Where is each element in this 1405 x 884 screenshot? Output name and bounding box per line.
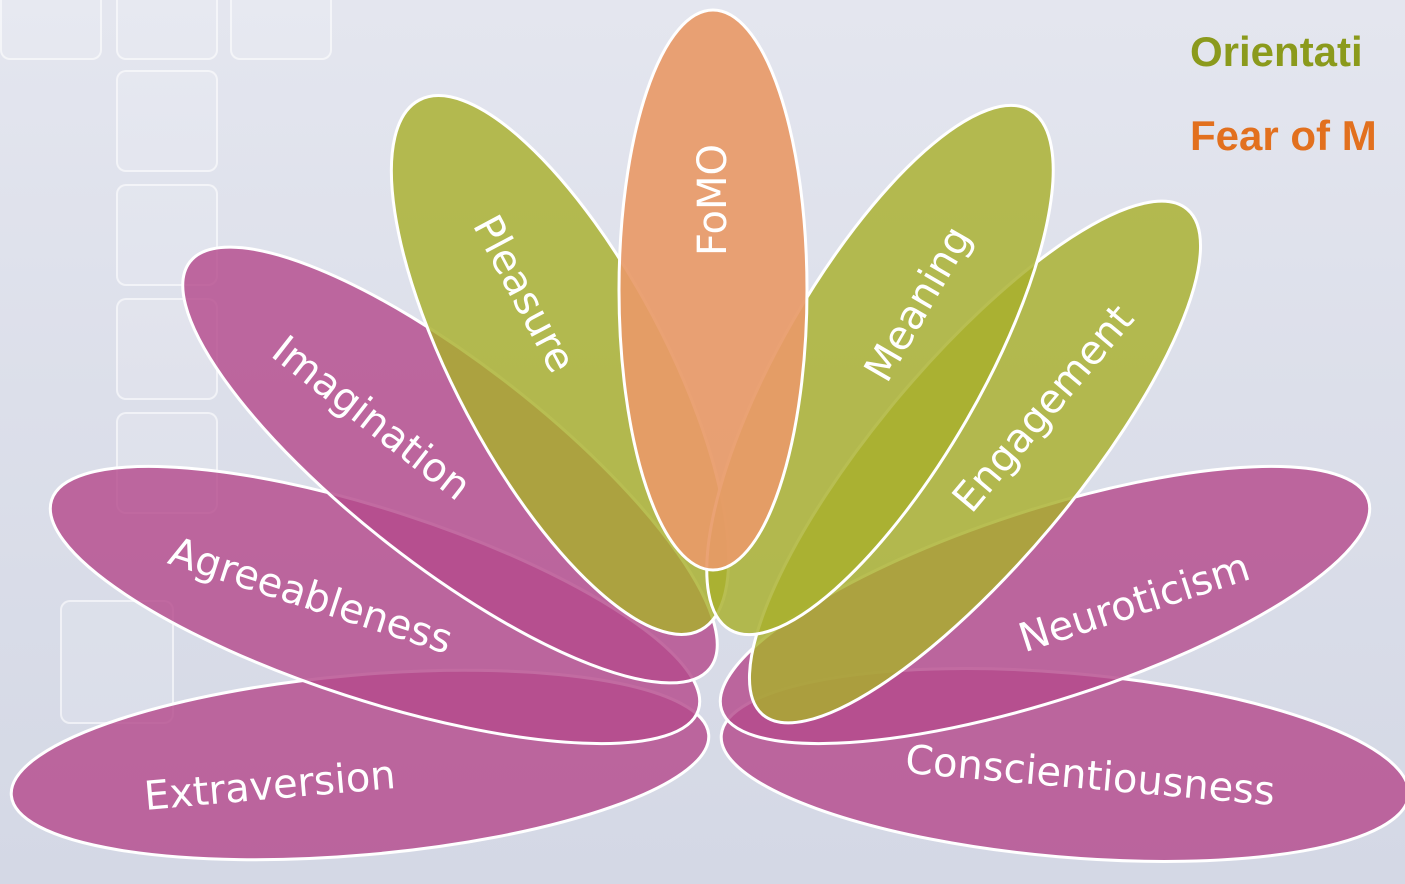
background-tile [116,0,218,60]
background-tile [230,0,332,60]
legend-orientation: Orientati [1190,28,1363,75]
background-tile [0,0,102,60]
background-tile [116,70,218,172]
background-tile [60,600,174,724]
petal-label-fomo: FoMO [690,144,736,256]
petal-fomo [617,8,809,572]
legend-fomo: Fear of M [1190,112,1377,159]
